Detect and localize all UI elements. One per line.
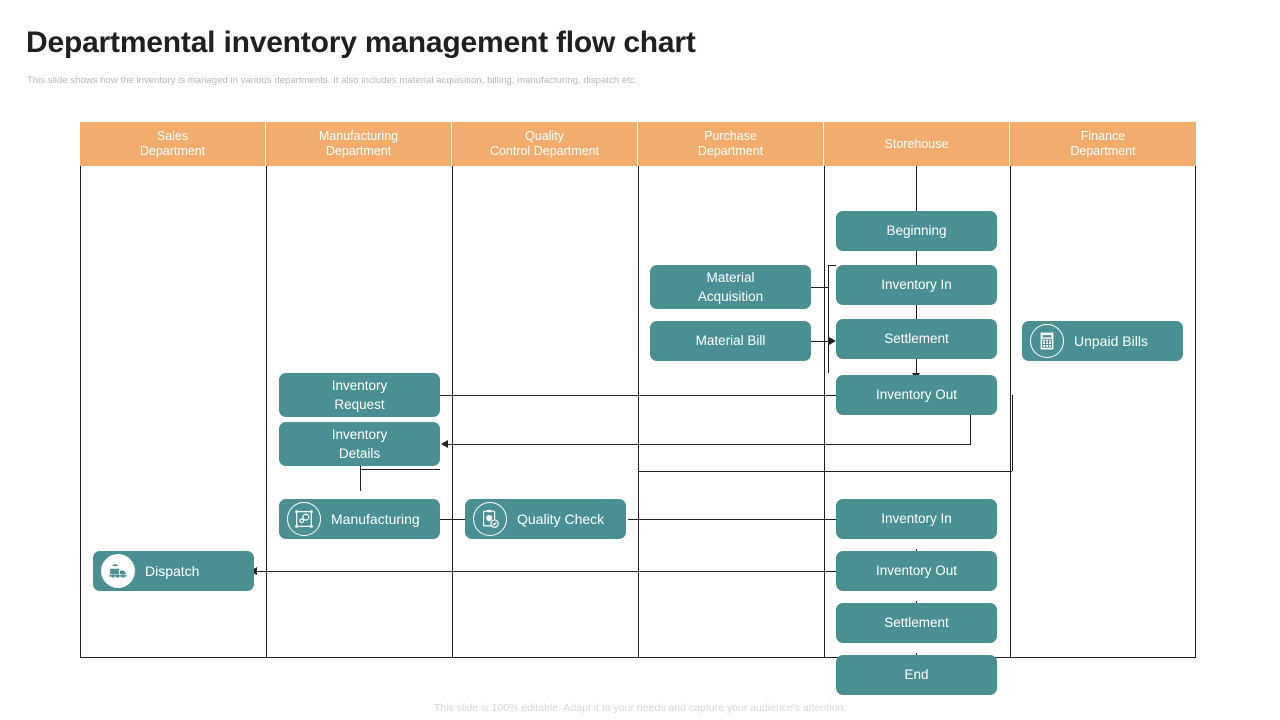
node-dispatch-label: Dispatch <box>145 563 200 579</box>
grid-divider-storehouse <box>1010 166 1011 658</box>
node-beginning-label: Beginning <box>886 223 947 238</box>
node-material-acquisition-line2: Acquisition <box>697 289 764 304</box>
column-header-storehouse-line1: Storehouse <box>884 136 949 151</box>
connector-purchase-vertical-down <box>828 341 829 373</box>
flowchart-board: Sales Department Manufacturing Departmen… <box>80 122 1196 695</box>
column-header-sales-line1: Sales <box>156 129 189 144</box>
node-inventory-details[interactable]: Inventory Details <box>279 422 440 466</box>
page-title: Departmental inventory management flow c… <box>26 26 696 59</box>
grid-divider-purchase <box>824 166 825 658</box>
connector-inventory-out-to-lower-h <box>638 471 1012 472</box>
node-settlement-1[interactable]: Settlement <box>836 319 997 359</box>
column-header-manufacturing-line2: Department <box>325 144 392 158</box>
arrow-inventory-out-to-details <box>441 439 448 448</box>
connector-inventory-out-to-details <box>447 444 971 445</box>
node-end[interactable]: End <box>836 655 997 695</box>
flowchart-grid: Beginning Inventory In Settlement Invent… <box>80 166 1196 695</box>
column-header-quality-line2: Control Department <box>489 144 600 158</box>
node-inventory-in-2-label: Inventory In <box>881 511 952 526</box>
node-dispatch[interactable]: Dispatch <box>93 551 254 591</box>
quality-check-icon <box>473 502 507 536</box>
node-manufacturing-label: Manufacturing <box>331 511 420 527</box>
node-material-acquisition[interactable]: Material Acquisition <box>650 265 811 309</box>
node-settlement-1-label: Settlement <box>884 331 949 346</box>
connector-inventory-in-to-settlement <box>916 305 917 325</box>
node-quality-check[interactable]: Quality Check <box>465 499 626 539</box>
column-header-purchase: Purchase Department <box>638 122 824 166</box>
grid-divider-quality <box>638 166 639 658</box>
node-inventory-in-1-label: Inventory In <box>881 277 952 292</box>
node-settlement-2-label: Settlement <box>884 615 949 630</box>
grid-divider-manufacturing <box>452 166 453 658</box>
column-header-purchase-line2: Department <box>697 144 764 158</box>
grid-divider-left <box>80 166 81 658</box>
node-unpaid-bills[interactable]: Unpaid Bills <box>1022 321 1183 361</box>
connector-material-acq-stub <box>828 265 836 266</box>
node-inventory-out-2[interactable]: Inventory Out <box>836 551 997 591</box>
column-header-quality: Quality Control Department <box>452 122 638 166</box>
node-end-label: End <box>904 667 929 682</box>
node-inventory-out-1-label: Inventory Out <box>875 387 958 402</box>
column-header-quality-line1: Quality <box>525 129 564 144</box>
node-quality-check-label: Quality Check <box>517 511 605 527</box>
node-inventory-out-1[interactable]: Inventory Out <box>836 375 997 415</box>
column-header-finance-line1: Finance <box>1080 129 1126 144</box>
node-material-acquisition-line1: Material <box>706 270 755 285</box>
page-subtitle: This slide shows how the inventory is ma… <box>27 75 638 86</box>
node-inventory-request[interactable]: Inventory Request <box>279 373 440 417</box>
column-header-sales: Sales Department <box>80 122 266 166</box>
manufacturing-icon <box>287 502 321 536</box>
node-inventory-details-line2: Details <box>338 446 381 461</box>
connector-inventory-out-down <box>970 395 971 444</box>
grid-divider-sales <box>266 166 267 658</box>
node-inventory-in-2[interactable]: Inventory In <box>836 499 997 539</box>
column-header-finance: Finance Department <box>1010 122 1196 166</box>
node-inventory-out-2-label: Inventory Out <box>875 563 958 578</box>
node-settlement-2[interactable]: Settlement <box>836 603 997 643</box>
column-header-sales-line2: Department <box>139 144 206 158</box>
column-header-finance-line2: Department <box>1070 144 1136 158</box>
node-unpaid-bills-label: Unpaid Bills <box>1074 333 1148 349</box>
connector-inventory-request-to-inventory-out <box>440 395 917 396</box>
connector-details-to-manufacturing-v <box>360 444 361 491</box>
connector-beginning-to-inventory-in <box>916 251 917 271</box>
column-header-purchase-line1: Purchase <box>704 129 757 144</box>
node-inventory-request-line2: Request <box>334 397 385 412</box>
column-header-manufacturing-line1: Manufacturing <box>318 129 399 144</box>
connector-material-acquisition-v <box>828 265 829 287</box>
node-material-bill-label: Material Bill <box>695 333 766 348</box>
node-inventory-request-line1: Inventory <box>331 378 388 393</box>
grid-divider-right <box>1195 166 1196 658</box>
column-header-manufacturing: Manufacturing Department <box>266 122 452 166</box>
slide-footer-note: This slide is 100% editable. Adapt it to… <box>433 702 847 714</box>
connector-details-to-manufacturing-h <box>360 469 440 470</box>
department-header-row: Sales Department Manufacturing Departmen… <box>80 122 1196 166</box>
node-inventory-in-1[interactable]: Inventory In <box>836 265 997 305</box>
node-material-bill[interactable]: Material Bill <box>650 321 811 361</box>
connector-quality-to-inventory-in2 <box>628 519 917 520</box>
connector-settlement-to-inventory-out <box>916 359 917 375</box>
connector-top-to-beginning <box>916 166 917 211</box>
invoice-icon <box>1030 324 1064 358</box>
arrow-material-bill-to-settlement <box>829 336 836 345</box>
node-beginning[interactable]: Beginning <box>836 211 997 251</box>
connector-inventory-out2-to-dispatch <box>256 571 917 572</box>
node-manufacturing[interactable]: Manufacturing <box>279 499 440 539</box>
grid-bottom-border <box>80 657 1196 658</box>
connector-inventory-out-to-lower-v <box>1012 395 1013 471</box>
column-header-storehouse: Storehouse <box>824 122 1010 166</box>
connector-purchase-vertical-spine <box>828 287 829 341</box>
node-inventory-details-line1: Inventory <box>331 427 388 442</box>
dispatch-truck-icon <box>101 554 135 588</box>
